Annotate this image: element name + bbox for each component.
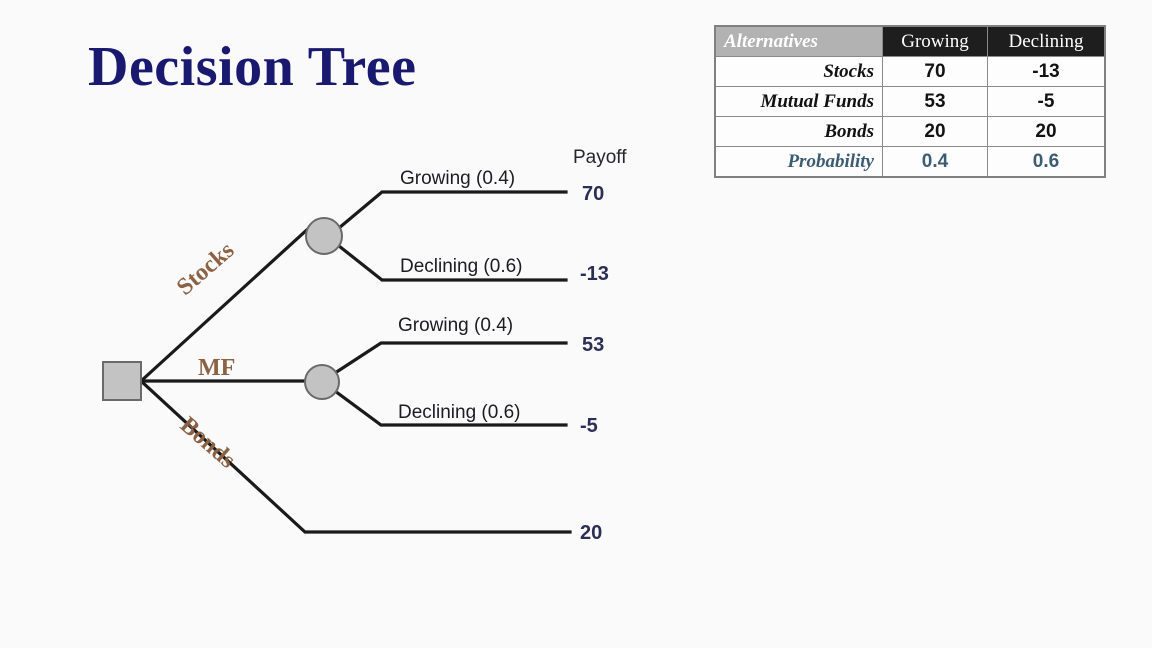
table-cell-growing: 53 xyxy=(882,86,988,117)
branch-bonds-edge xyxy=(138,378,572,534)
outcome-label-stocks-declining: Declining (0.6) xyxy=(400,256,523,277)
table-header-growing: Growing xyxy=(882,25,988,57)
table-row: Stocks 70 -13 xyxy=(714,56,1106,87)
outcome-label-stocks-growing: Growing (0.4) xyxy=(400,168,516,189)
table-cell-declining: -5 xyxy=(987,86,1106,117)
table-header-alternatives: Alternatives xyxy=(714,25,883,57)
branch-stocks-edge xyxy=(138,224,313,384)
table-cell-growing: 20 xyxy=(882,116,988,147)
branch-stocks-growing xyxy=(336,190,568,231)
payoff-value-stocks-growing: 70 xyxy=(582,183,605,205)
outcome-label-mf-growing: Growing (0.4) xyxy=(398,315,514,336)
table-header-declining: Declining xyxy=(987,25,1106,57)
table-row: Mutual Funds 53 -5 xyxy=(714,86,1106,117)
payoff-column-header: Payoff xyxy=(573,147,627,168)
chance-node-mf[interactable] xyxy=(304,364,340,400)
branch-mf-declining xyxy=(332,388,568,427)
table-cell-row-label: Stocks xyxy=(714,56,883,87)
table-cell-declining: 0.6 xyxy=(987,146,1106,178)
payoff-value-bonds: 20 xyxy=(580,522,603,544)
chance-node-stocks[interactable] xyxy=(305,217,343,255)
payoff-table: Alternatives Growing Declining Stocks 70… xyxy=(714,25,1106,178)
payoff-value-mf-declining: -5 xyxy=(580,415,598,437)
table-row-probability: Probability 0.4 0.6 xyxy=(714,146,1106,178)
table-cell-growing: 0.4 xyxy=(882,146,988,178)
table-header-row: Alternatives Growing Declining xyxy=(714,25,1106,57)
outcome-label-mf-declining: Declining (0.6) xyxy=(398,402,521,423)
table-cell-row-label: Bonds xyxy=(714,116,883,147)
payoff-value-mf-growing: 53 xyxy=(582,334,605,356)
branch-label-mf: MF xyxy=(198,355,236,381)
table-cell-declining: -13 xyxy=(987,56,1106,87)
table-cell-row-label: Mutual Funds xyxy=(714,86,883,117)
decision-node-square[interactable] xyxy=(102,361,142,401)
table-row: Bonds 20 20 xyxy=(714,116,1106,147)
branch-mf-growing xyxy=(332,341,568,376)
branch-stocks-declining xyxy=(336,243,568,282)
table-cell-row-label: Probability xyxy=(714,146,883,178)
page-title: Decision Tree xyxy=(88,36,417,98)
table-cell-growing: 70 xyxy=(882,56,988,87)
payoff-value-stocks-declining: -13 xyxy=(580,263,609,285)
table-cell-declining: 20 xyxy=(987,116,1106,147)
